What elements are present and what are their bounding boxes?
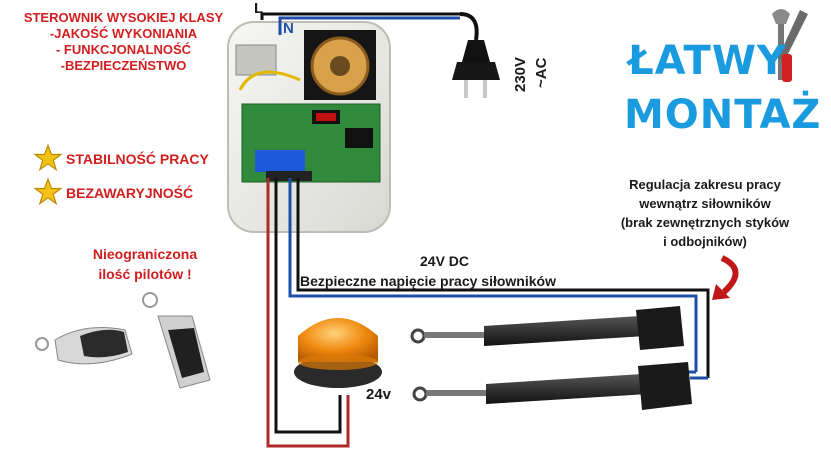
wire-n xyxy=(278,16,460,35)
feature-functionality: - FUNKCJONALNOŚĆ xyxy=(55,42,192,57)
headline-installation: MONTAŻ xyxy=(624,92,822,138)
tools-icon xyxy=(772,9,808,82)
controller-title: STEROWNIK WYSOKIEJ KLASY xyxy=(23,10,224,25)
feature-quality: -JAKOŚĆ WYKONIANIA xyxy=(49,26,198,41)
star-icon xyxy=(34,178,62,206)
warning-lamp xyxy=(294,318,382,388)
actuator-lower xyxy=(412,362,692,410)
wire-l xyxy=(260,12,460,20)
feature-safety: -BEZPIECZEŃSTWO xyxy=(60,58,187,73)
feature-stability: STABILNOŚĆ PRACY xyxy=(66,151,209,167)
dc-voltage-title: 24V DC xyxy=(420,253,470,269)
power-plug xyxy=(452,40,500,98)
curved-arrow-icon xyxy=(720,255,739,295)
wire-label-l: L xyxy=(254,0,264,17)
regulation-note: Regulacja zakresu pracy wewnątrz siłowni… xyxy=(620,177,790,249)
wire-blue-actuators xyxy=(288,178,698,372)
features-list: STEROWNIK WYSOKIEJ KLASY -JAKOŚĆ WYKONIA… xyxy=(6,10,241,74)
wire-label-n: N xyxy=(283,20,294,37)
controller-box xyxy=(227,21,391,233)
feature-reliability: BEZAWARYJNOŚĆ xyxy=(66,185,194,201)
wire-black-lamp xyxy=(274,178,342,434)
dc-voltage-subtitle: Bezpieczne napięcie pracy siłowników xyxy=(300,273,556,289)
actuator-upper xyxy=(410,306,684,350)
headline-easy: ŁATWY xyxy=(628,38,787,84)
current-type-label: ~AC xyxy=(533,57,550,88)
wire-black-actuators xyxy=(296,178,710,378)
voltage-label: 230V xyxy=(512,56,529,92)
lamp-voltage-label: 24v xyxy=(366,386,392,403)
wire-red-lamp xyxy=(266,178,350,448)
remote-controls xyxy=(35,292,211,389)
remotes-caption: Nieograniczona ilość pilotów ! xyxy=(92,246,198,282)
star-icon xyxy=(34,144,62,172)
